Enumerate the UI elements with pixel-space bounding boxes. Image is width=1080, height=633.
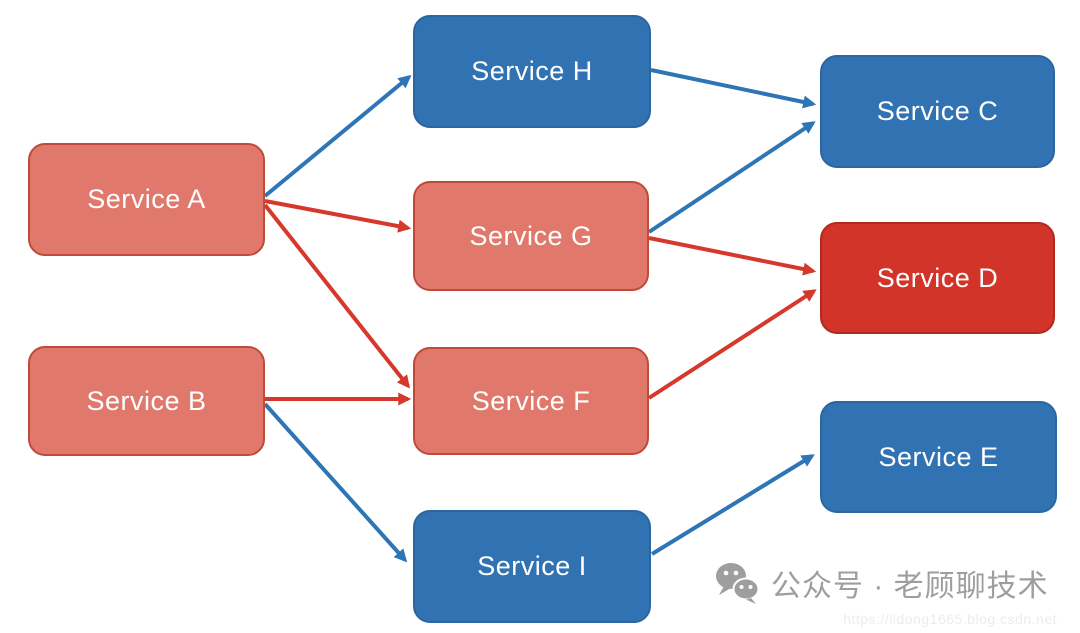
watermark: 公众号 · 老顾聊技术 — [714, 561, 1049, 605]
edge-i-to-e — [650, 454, 815, 556]
watermark-url: https://lidong1665.blog.csdn.net — [843, 611, 1057, 627]
edge-a-to-g — [264, 199, 412, 233]
edge-h-to-c — [650, 68, 817, 109]
edge-a-to-f — [263, 203, 411, 389]
wechat-icon — [716, 563, 760, 604]
edge-f-to-d — [647, 289, 817, 400]
edge-g-to-d — [648, 236, 817, 276]
edge-a-to-h — [263, 74, 412, 198]
watermark-text: 公众号 · 老顾聊技术 — [771, 570, 1049, 603]
edge-g-to-c — [647, 121, 816, 234]
edge-b-to-i — [263, 402, 408, 563]
